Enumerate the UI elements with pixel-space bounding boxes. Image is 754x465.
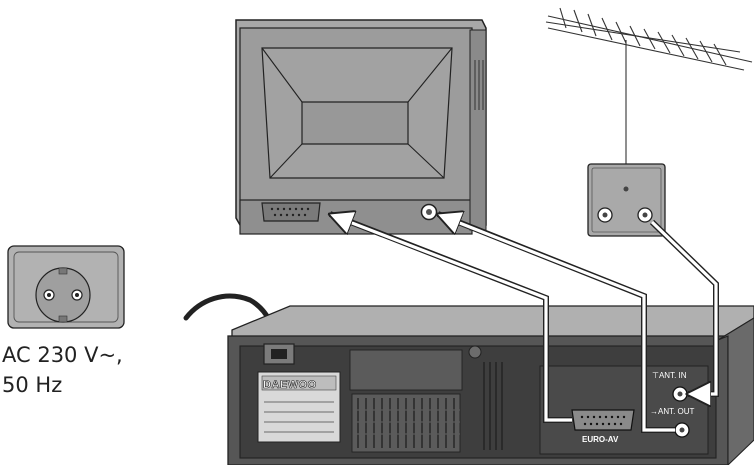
- power-frequency-text: 50 Hz: [2, 373, 63, 397]
- power-spec-label: AC 230 V~, 50 Hz: [2, 340, 123, 400]
- wall-antenna-box: [587, 163, 666, 237]
- vcr-ant-in-socket: [672, 386, 688, 402]
- vcr-ant-out-label: →ANT. OUT: [650, 407, 695, 416]
- vcr: [227, 305, 754, 465]
- tv-antenna-socket: [420, 203, 438, 221]
- wall-socket-right: [637, 207, 653, 223]
- power-outlet: [7, 245, 125, 329]
- vcr-side-vents: [483, 362, 503, 450]
- vcr-power-inlet: [263, 343, 295, 365]
- tv-scart-socket: [261, 202, 321, 222]
- output-arrow-icon: →: [650, 407, 658, 416]
- vcr-ant-out-socket: [674, 422, 690, 438]
- vcr-euro-av-socket: [571, 409, 635, 431]
- antenna-symbol-icon: ⊤: [652, 371, 659, 380]
- vcr-screw: [468, 345, 482, 359]
- vcr-label-plate: [257, 371, 341, 443]
- vcr-brand-logo: DAEWOO: [263, 379, 317, 391]
- power-voltage-text: AC 230 V~,: [2, 343, 123, 367]
- television: [235, 19, 487, 235]
- vcr-ant-in-label: ⊤ANT. IN: [652, 371, 687, 380]
- tv-vent-slots: [474, 60, 484, 110]
- cables: [330, 214, 719, 433]
- vcr-euro-av-label: EURO-AV: [582, 435, 619, 444]
- antenna: [545, 7, 753, 164]
- wall-socket-left: [597, 207, 613, 223]
- vcr-vent-grid: [349, 349, 463, 453]
